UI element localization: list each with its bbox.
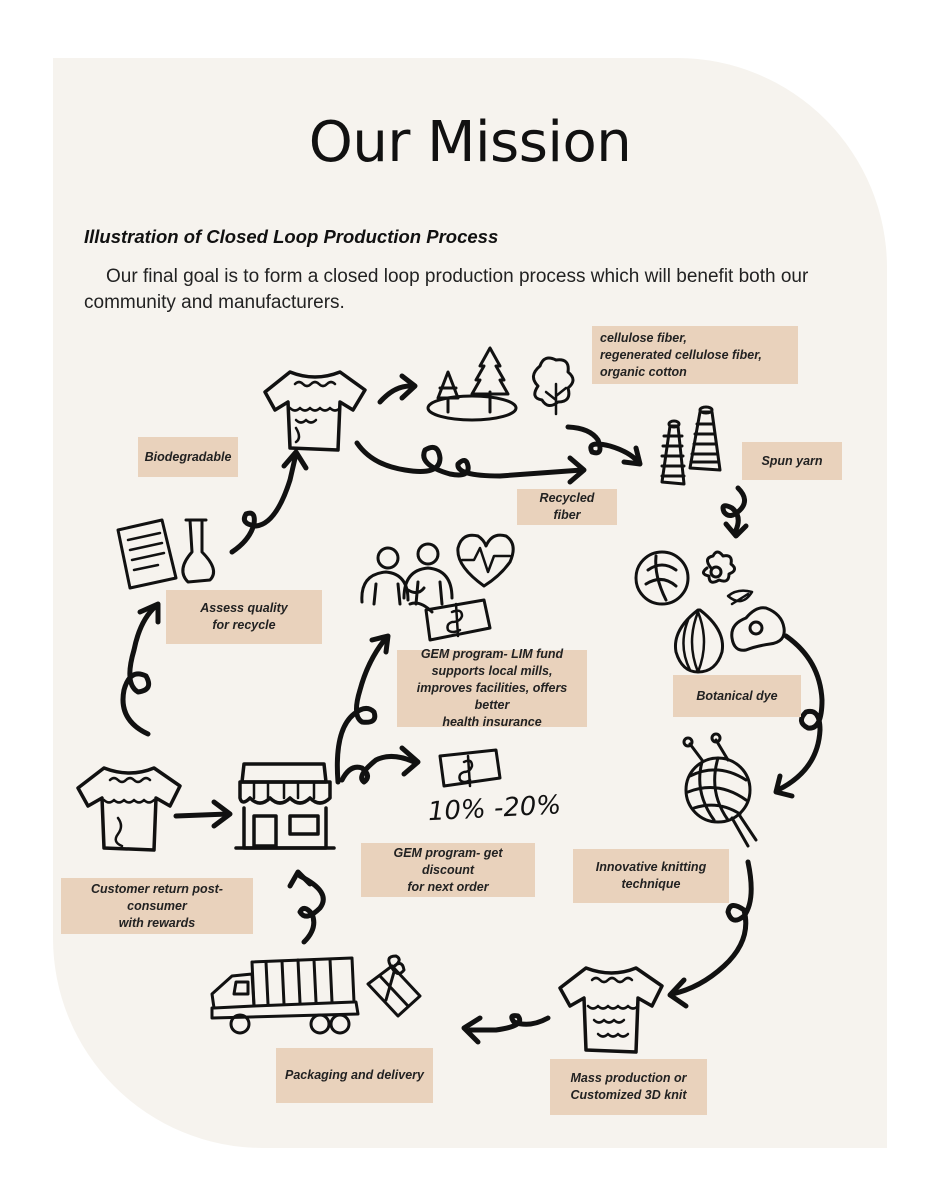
delivery-truck-icon [212,958,358,1033]
label-gem-lim-fund: GEM program- LIM fund supports local mil… [397,650,587,727]
arrowhead [290,872,310,886]
arrow-to-discount [342,756,414,782]
flask-icon [183,520,214,582]
knitting-icon [684,734,756,846]
arrow-to-yarn [568,427,638,462]
label-customer-return: Customer return post-consumer with rewar… [61,878,253,934]
botanical-dye-icon [636,552,784,672]
arrow-to-shop [300,876,323,942]
community-people-icon [362,544,452,604]
label-recycled-fiber: Recycled fiber [517,489,617,525]
sweater-top-icon [265,372,365,450]
label-assess-quality: Assess quality for recycle [166,590,322,644]
arrow-customer-to-shop [176,814,228,816]
label-spun-yarn: Spun yarn [742,442,842,480]
label-gem-discount: GEM program- get discount for next order [361,843,535,897]
label-packaging-delivery: Packaging and delivery [276,1048,433,1103]
label-biodegradable: Biodegradable [138,437,238,477]
discount-range-handwritten: 10% -20% [427,790,562,827]
yarn-spools-icon [662,407,720,484]
sweater-mass-production-icon [560,968,662,1052]
label-mass-production: Mass production or Customized 3D knit [550,1059,707,1115]
heart-health-icon [458,535,513,586]
label-innovative-knitting: Innovative knitting technique [573,849,729,903]
forest-icon [428,348,573,420]
label-cellulose-fiber: cellulose fiber, regenerated cellulose f… [592,326,798,384]
sweater-customer-icon [78,768,180,850]
label-botanical-dye: Botanical dye [673,675,801,717]
arrow-recycled-fiber [357,443,582,476]
arrow-to-biodegradable [232,454,296,552]
money-hand-icon [410,600,490,640]
gift-box-icon [368,956,420,1016]
arrow-to-assess-quality [123,606,156,734]
money-icon [440,750,500,786]
shop-icon [236,764,334,848]
document-icon [118,520,176,588]
